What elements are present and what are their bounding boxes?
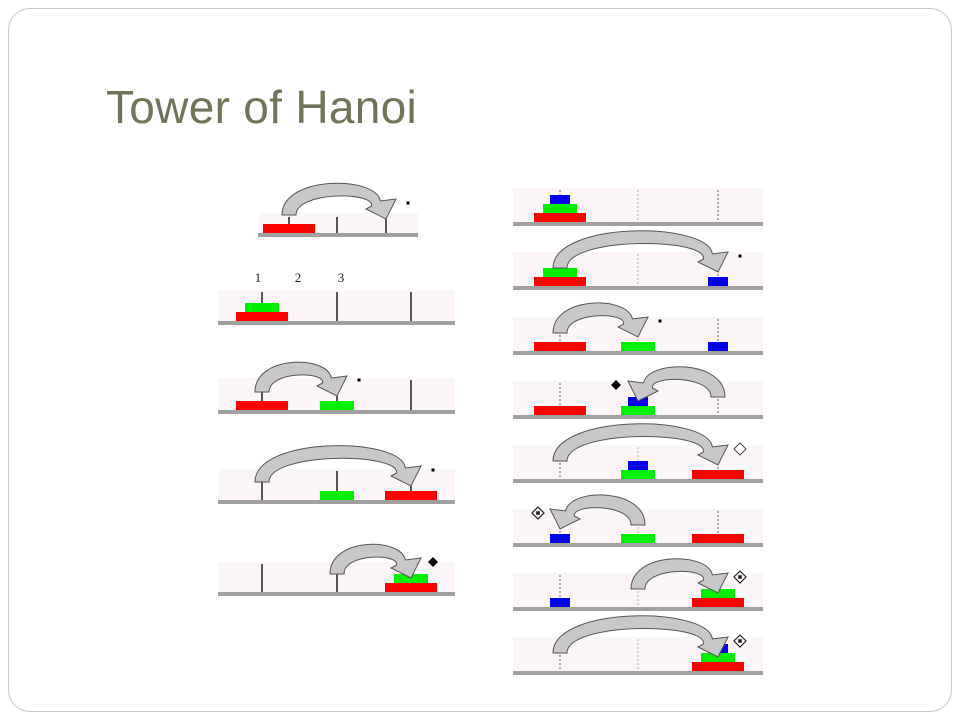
large-disk [263,224,315,233]
right-column-step-5 [513,423,763,483]
small-disk [550,195,570,204]
slide-title: Tower of Hanoi [106,81,418,133]
move-marker-dot [431,468,435,472]
left-column-step-3 [218,361,455,414]
slide-frame [8,8,952,712]
large-disk [692,598,744,607]
move-arrow [552,230,729,273]
large-disk [385,583,437,592]
move-arrow [281,182,397,220]
move-marker-hollow-diamond [733,442,747,456]
move-marker-dot-diamond-center [738,639,742,643]
medium-disk [621,470,655,479]
move-arrow [549,494,646,530]
peg-label-2: 2 [295,270,302,285]
large-disk [236,312,288,321]
board-base [513,671,763,675]
large-disk [534,342,586,351]
move-arrow [552,615,729,658]
board-base [513,607,763,611]
right-column-step-8 [513,615,763,675]
board-base [218,410,455,414]
medium-disk [621,534,655,543]
large-disk [692,662,744,671]
move-arrow [254,361,348,397]
board-base [258,233,418,237]
large-disk [534,277,586,286]
move-marker-dot-diamond-center [738,575,742,579]
right-column-step-6 [513,494,763,547]
move-marker-filled-diamond [611,380,621,390]
medium-disk [320,491,354,500]
large-disk [385,491,437,500]
medium-disk [621,342,655,351]
move-arrow [627,366,726,402]
medium-disk [245,303,279,312]
left-column-step-5 [218,543,455,596]
board-base [513,286,763,290]
move-marker-dot [738,254,742,258]
medium-disk [320,401,354,410]
peg-label-3: 3 [338,270,345,285]
large-disk [236,401,288,410]
move-marker-dot [357,378,361,382]
board-base [218,592,455,596]
move-arrow [630,558,729,594]
move-marker-dot [658,319,662,323]
move-arrow [552,423,729,466]
right-column-step-3 [513,302,763,355]
board-base [218,321,455,325]
large-disk [534,213,586,222]
right-column-step-1 [513,188,763,226]
board-base [513,415,763,419]
left-column-step-4 [218,445,455,504]
board-base [513,222,763,226]
right-column-step-4 [513,366,763,419]
peg-label-1: 1 [255,270,262,285]
move-arrow [254,445,422,487]
board-base [513,543,763,547]
small-disk [708,342,728,351]
small-disk [550,598,570,607]
small-disk [550,534,570,543]
move-arrow [329,543,422,579]
move-marker-dot [406,201,410,205]
left-column-step-1 [258,182,418,237]
medium-disk [621,406,655,415]
small-disk [708,277,728,286]
board-base [513,351,763,355]
large-disk [692,470,744,479]
move-marker-filled-diamond [428,557,438,567]
small-disk [628,461,648,470]
right-column-step-7 [513,558,763,611]
large-disk [534,406,586,415]
left-column-step-2: 1 2 3 [218,270,455,325]
right-column-step-2 [513,230,763,290]
move-arrow [552,302,649,338]
large-disk [692,534,744,543]
board-base [218,500,455,504]
move-marker-dot-diamond-center [536,511,540,515]
medium-disk [543,268,577,277]
medium-disk [543,204,577,213]
board-base [513,479,763,483]
